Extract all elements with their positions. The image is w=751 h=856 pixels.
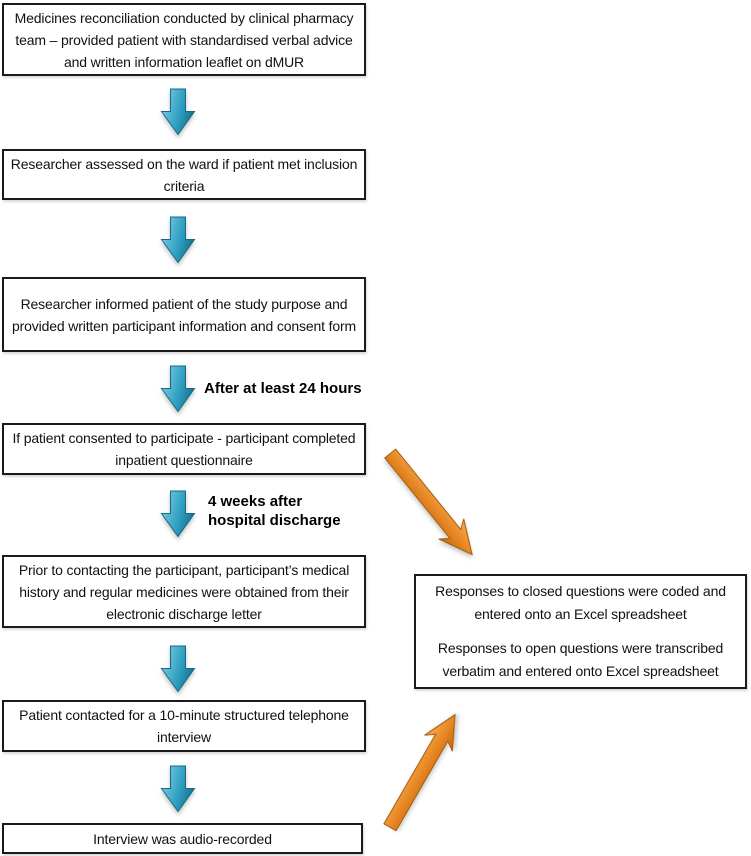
down-arrow-icon <box>160 216 196 264</box>
arrow-label-4-weeks-after-discharge: 4 weeks after hospital discharge <box>208 493 341 529</box>
diagonal-up-arrow-icon <box>383 713 456 832</box>
down-arrow-icon <box>160 88 196 136</box>
diagonal-down-arrow-icon <box>384 448 473 556</box>
down-arrow-icon <box>160 490 196 538</box>
down-arrow-icon <box>160 365 196 413</box>
flow-step-data-entry: Responses to closed questions were coded… <box>414 574 747 689</box>
side-box-paragraph-closed-questions: Responses to closed questions were coded… <box>435 583 726 622</box>
flow-step-inpatient-questionnaire: If patient consented to participate - pa… <box>2 423 366 475</box>
flow-step-ward-assessment: Researcher assessed on the ward if patie… <box>2 149 366 200</box>
flow-step-audio-recorded: Interview was audio-recorded <box>2 823 363 854</box>
down-arrow-icon <box>160 765 196 813</box>
flow-step-medicines-reconciliation: Medicines reconciliation conducted by cl… <box>2 3 366 76</box>
side-box-paragraph-open-questions: Responses to open questions were transcr… <box>437 640 724 679</box>
arrow-label-after-24-hours: After at least 24 hours <box>204 380 362 397</box>
flow-step-medical-history-obtained: Prior to contacting the participant, par… <box>2 555 366 628</box>
down-arrow-icon <box>160 645 196 693</box>
flow-step-study-information-consent: Researcher informed patient of the study… <box>2 277 366 352</box>
flow-step-telephone-interview: Patient contacted for a 10-minute struct… <box>2 700 366 752</box>
